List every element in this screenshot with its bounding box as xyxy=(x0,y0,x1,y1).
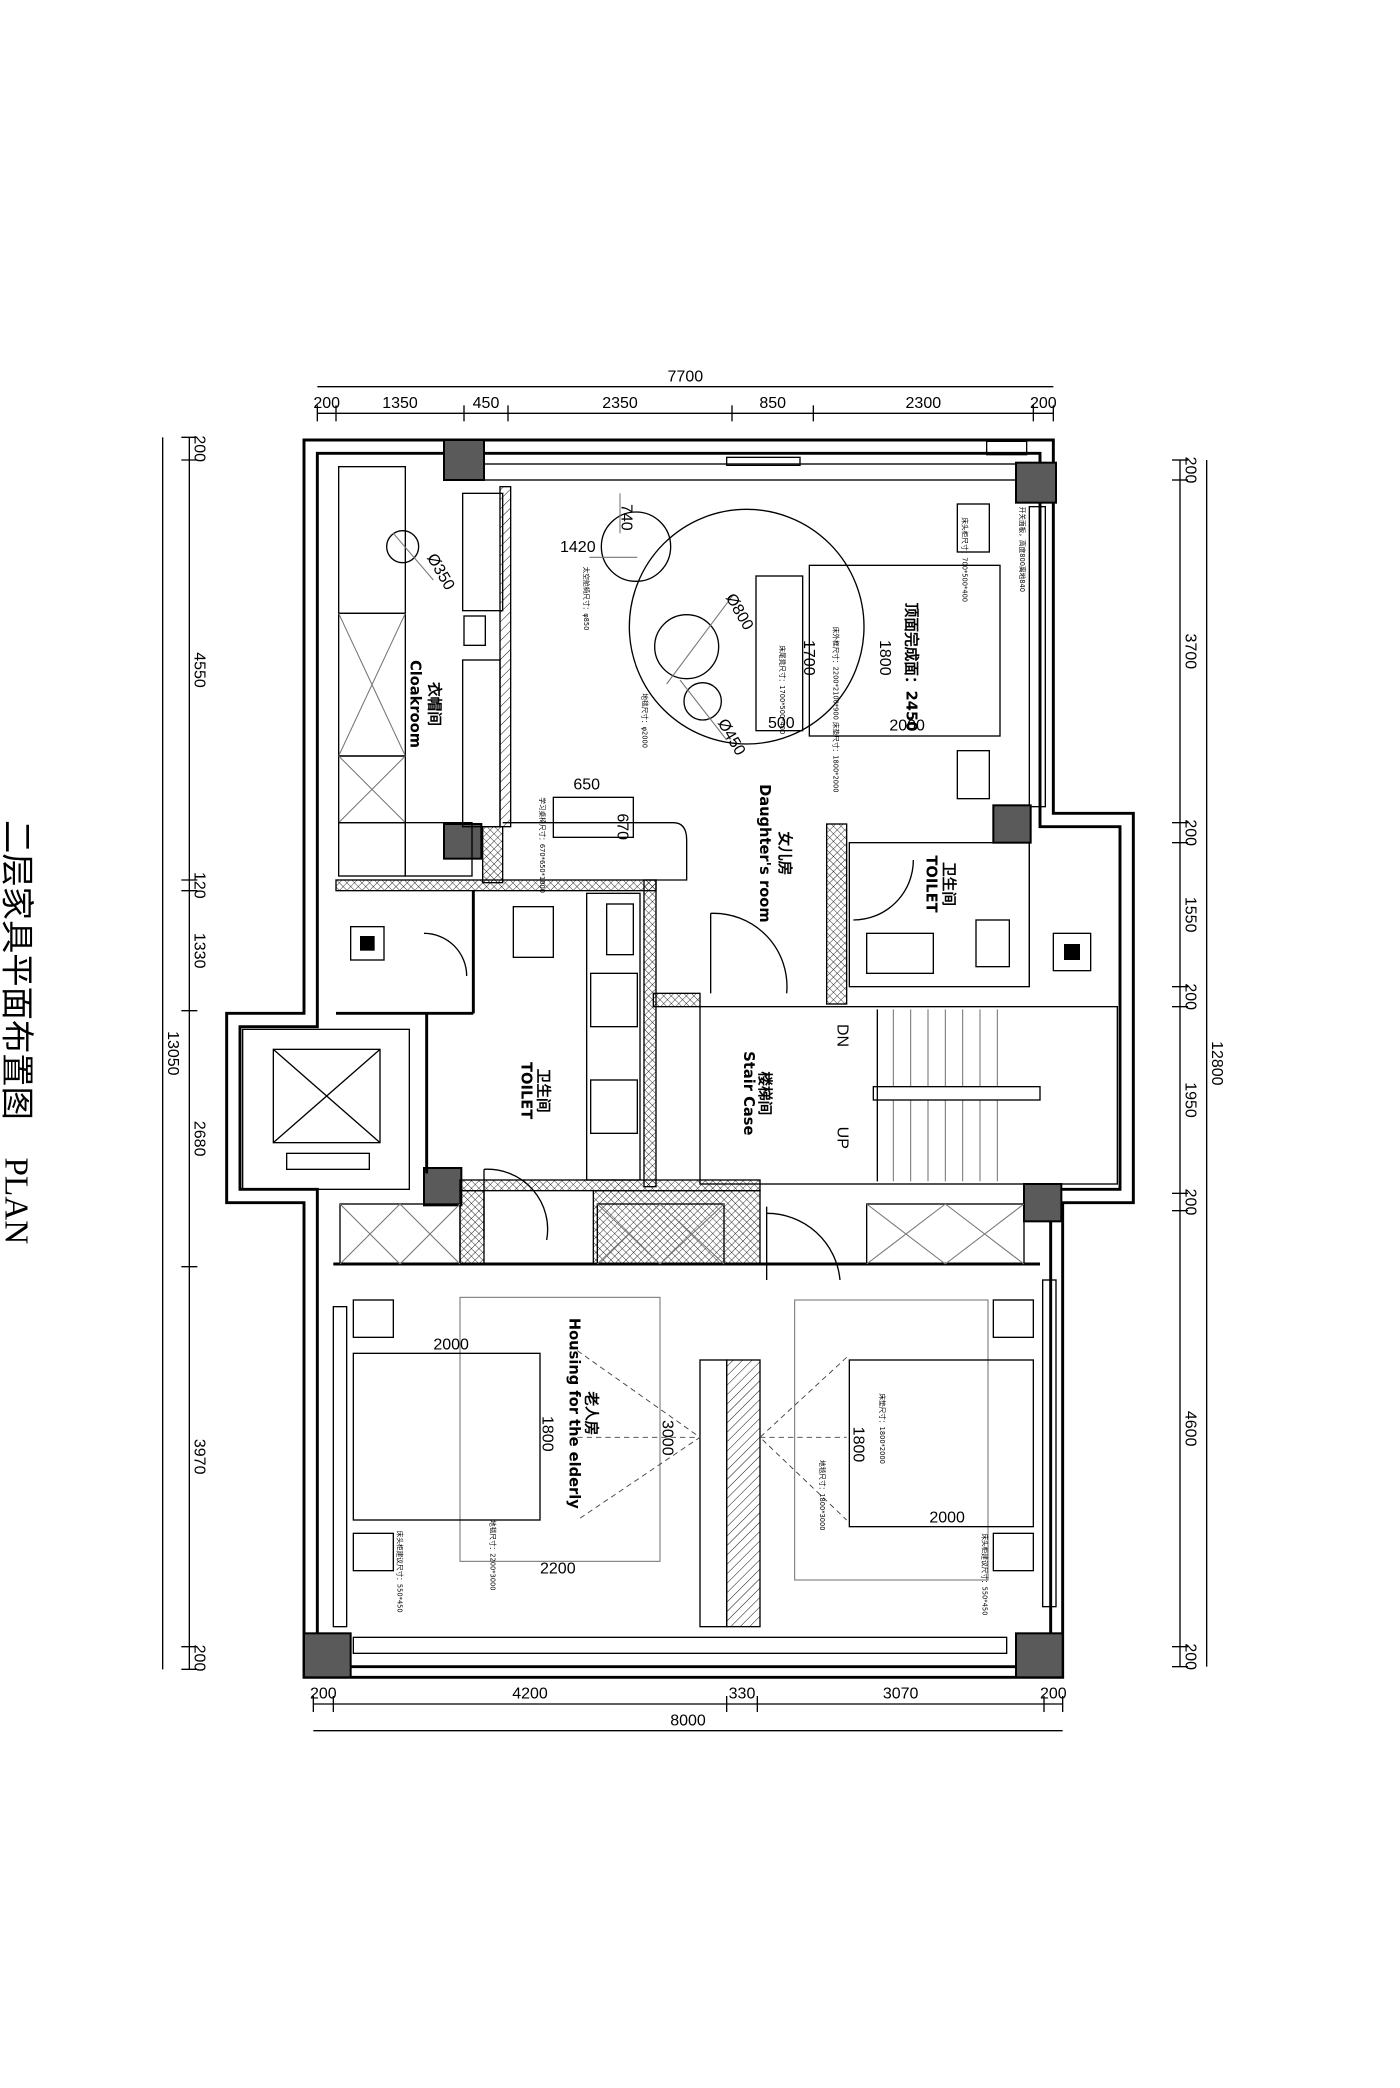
dim-label: 200 xyxy=(1181,457,1198,484)
dim-label: 1330 xyxy=(191,933,208,969)
note-right-nightstand: 床头柜建议尺寸：550*450 xyxy=(981,1533,990,1615)
dim-total-label: 13050 xyxy=(164,1031,181,1076)
room-label-toilet-center-en: TOILET xyxy=(517,1062,534,1119)
right-bedroom-furniture xyxy=(759,1299,1034,1581)
dim-3000-elderly: 3000 xyxy=(659,1420,676,1456)
dim-label: 1950 xyxy=(1181,1082,1198,1118)
dim-1800-right: 1800 xyxy=(849,1427,866,1463)
plan-title-zh: 二层家具平面布置图 xyxy=(0,820,34,1120)
dim-label: 4550 xyxy=(191,652,208,688)
note-switch: 开关面板，高度800离地840 xyxy=(1018,507,1027,592)
center-toilet-fixtures xyxy=(350,892,641,1241)
plan-title: 二层家具平面布置图 PLAN xyxy=(0,820,34,1244)
note-elderly-rug: 地毯尺寸：2200*3000 xyxy=(489,1520,498,1591)
dim-1800-daughter: 1800 xyxy=(876,640,893,676)
note-desk: 学习桌椅尺寸：670*650*1000 xyxy=(538,797,547,893)
dim-label: 2680 xyxy=(191,1121,208,1157)
structural-columns xyxy=(303,439,1064,1679)
dim-label: 200 xyxy=(1040,1686,1067,1703)
dim-label: 3970 xyxy=(191,1439,208,1475)
dim-label: 200 xyxy=(1181,983,1198,1010)
note-bench: 床尾凳尺寸：1700*500*400 xyxy=(778,645,787,734)
dim-label: 850 xyxy=(759,395,786,412)
room-label-cloakroom-en: Cloakroom xyxy=(407,660,424,748)
dim-label: 3070 xyxy=(883,1686,919,1703)
dim-500: 500 xyxy=(768,715,795,732)
staircase xyxy=(699,1005,1118,1185)
dim-phi350: Ø350 xyxy=(423,551,457,593)
dim-label: 200 xyxy=(1030,395,1057,412)
room-label-toilet-right-zh: 卫生间 xyxy=(940,862,958,906)
dim-label: 200 xyxy=(191,435,208,462)
note-rug: 地毯尺寸：φ2000 xyxy=(641,693,650,748)
note-nightstand: 床头柜尺寸：700*500*400 xyxy=(961,517,970,602)
right-toilet-fixtures xyxy=(848,842,1092,988)
stair-dn-label: DN xyxy=(833,1024,850,1047)
room-label-daughter-zh: 女儿房 xyxy=(776,831,794,875)
dim-740: 740 xyxy=(617,504,634,531)
dim-1700: 1700 xyxy=(800,640,817,676)
dim-total-label: 8000 xyxy=(670,1712,706,1729)
dim-total-label: 7700 xyxy=(668,368,704,385)
dim-label: 330 xyxy=(729,1686,756,1703)
note-right-rug: 地毯尺寸：1800*3000 xyxy=(818,1460,827,1531)
dim-1420: 1420 xyxy=(560,539,596,556)
stair-up-label: UP xyxy=(833,1127,850,1149)
ceiling-height-label: 顶面完成面：2450 xyxy=(903,603,921,732)
dim-label: 200 xyxy=(1181,1643,1198,1670)
dim-label: 450 xyxy=(473,395,500,412)
dim-total-label: 12800 xyxy=(1208,1041,1225,1086)
bedroom-wardrobes xyxy=(339,1203,1025,1281)
room-label-elderly-zh: 老人房 xyxy=(583,1390,601,1435)
dim-2000-daughter: 2000 xyxy=(889,718,925,735)
dim-label: 200 xyxy=(1181,819,1198,846)
dim-label: 200 xyxy=(1181,1189,1198,1216)
dim-phi450: Ø450 xyxy=(714,716,748,758)
room-label-daughter-en: Daughter's room xyxy=(756,784,773,923)
dim-phi800: Ø800 xyxy=(722,591,756,633)
dim-650: 650 xyxy=(573,776,600,793)
elevator-shaft xyxy=(242,1028,410,1190)
room-label-stair-zh: 楼梯间 xyxy=(756,1071,774,1115)
daughter-room-furniture xyxy=(502,493,1001,994)
dim-label: 2300 xyxy=(906,395,942,412)
dim-label: 200 xyxy=(313,395,340,412)
dimension-lines: 200 1350 450 2350 850 2300 200 7700 200 4200 330 30… xyxy=(162,368,1225,1732)
plan-title-en: PLAN xyxy=(0,1157,34,1244)
dim-label: 1350 xyxy=(382,395,418,412)
dim-label: 200 xyxy=(310,1686,337,1703)
room-label-toilet-center-zh: 卫生间 xyxy=(535,1069,553,1113)
cloakroom-wardrobes xyxy=(338,466,504,877)
room-label-elderly-en: Housing for the elderly xyxy=(565,1318,582,1509)
room-label-stair-en: Stair Case xyxy=(740,1051,757,1135)
dim-label: 1550 xyxy=(1181,897,1198,933)
dim-label: 4600 xyxy=(1181,1411,1198,1447)
dim-1800-elderly: 1800 xyxy=(539,1416,556,1452)
note-right-bed: 床垫尺寸：1800*2000 xyxy=(878,1393,887,1464)
elderly-room-furniture xyxy=(352,1296,728,1628)
dim-2200-elderly: 2200 xyxy=(540,1560,576,1577)
dim-label: 120 xyxy=(191,872,208,899)
dim-label: 3700 xyxy=(1181,634,1198,670)
dim-label: 2350 xyxy=(602,395,638,412)
dim-label: 4200 xyxy=(512,1686,548,1703)
dim-label: 200 xyxy=(191,1645,208,1672)
room-label-toilet-right-en: TOILET xyxy=(923,855,940,912)
note-chair: 太空舱椅尺寸：φ850 xyxy=(582,567,591,631)
room-label-cloakroom-zh: 衣帽间 xyxy=(425,682,443,726)
dim-2000-elderly: 2000 xyxy=(433,1336,469,1353)
dim-2000-right: 2000 xyxy=(929,1510,965,1527)
dim-670: 670 xyxy=(613,813,630,840)
note-bed: 床外框尺寸：2200*2100*900 床垫尺寸：1800*2000 xyxy=(831,627,840,793)
note-elderly-nightstand: 床头柜建议尺寸：550*450 xyxy=(395,1531,404,1613)
